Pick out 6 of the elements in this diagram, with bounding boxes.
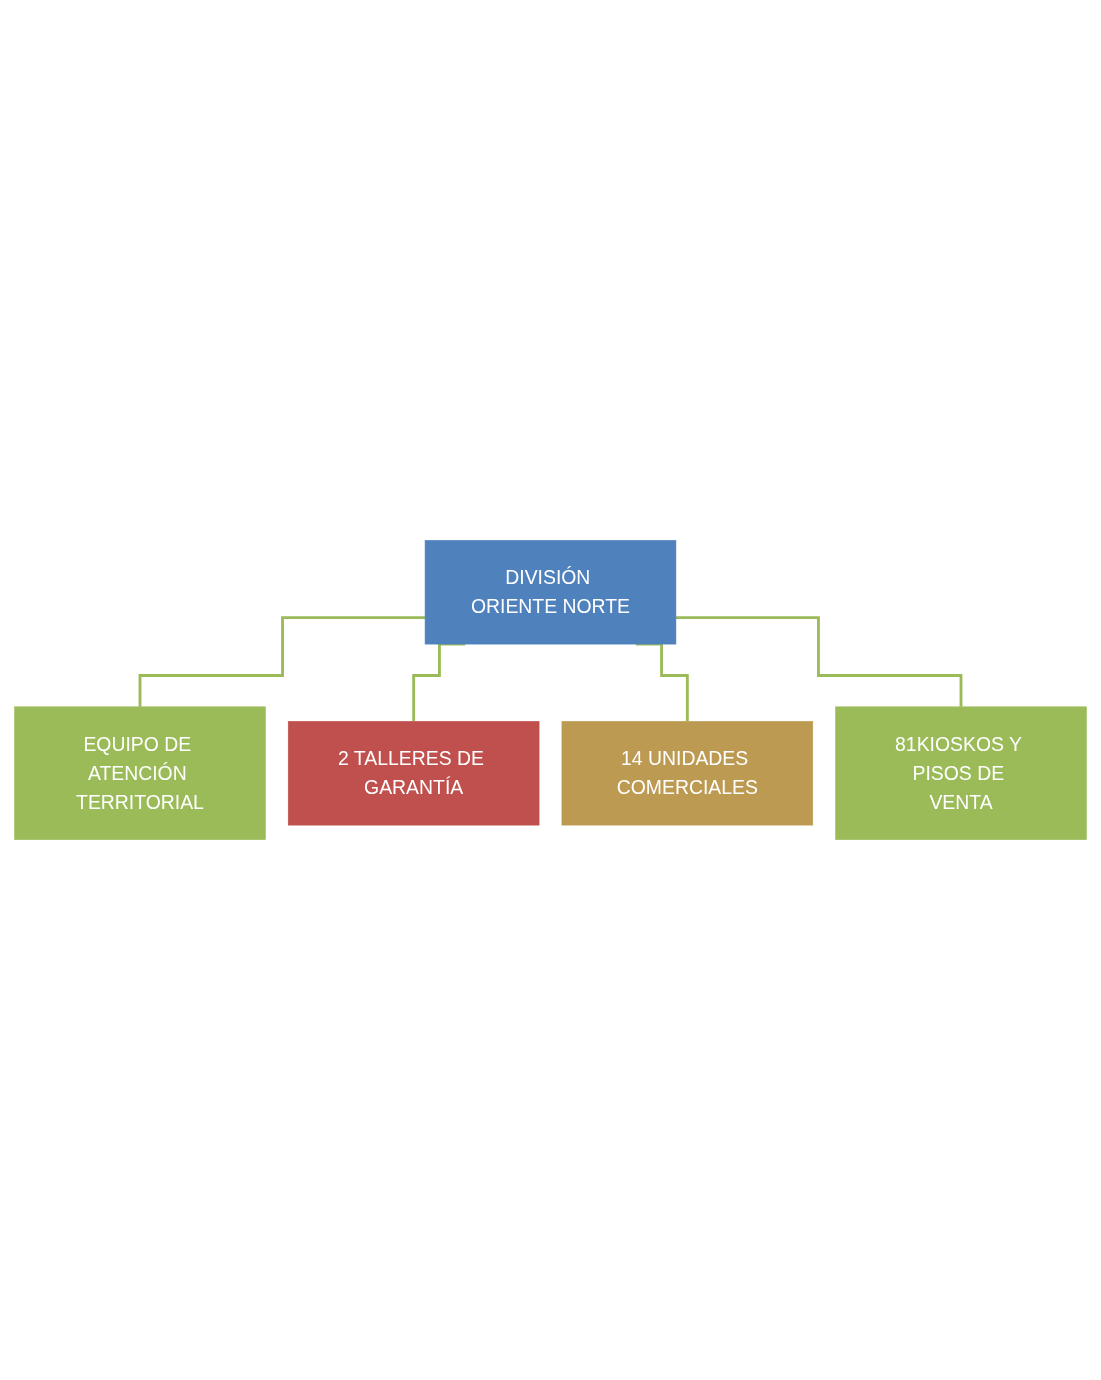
org-chart-drawing: DIVISIÓN ORIENTE NORTE EQUIPO DE ATENCIÓN TERRITORIAL 2 TALLERES DE GARANTÍA 14 UNIDADES COMERCIALES 81KIOSKOS Y PISOS DE VENTA	[10, 10, 1091, 1370]
node-box	[835, 706, 1087, 840]
node-box	[561, 721, 814, 826]
node-box	[14, 706, 266, 840]
node-box	[424, 540, 677, 645]
node-box	[287, 721, 540, 826]
